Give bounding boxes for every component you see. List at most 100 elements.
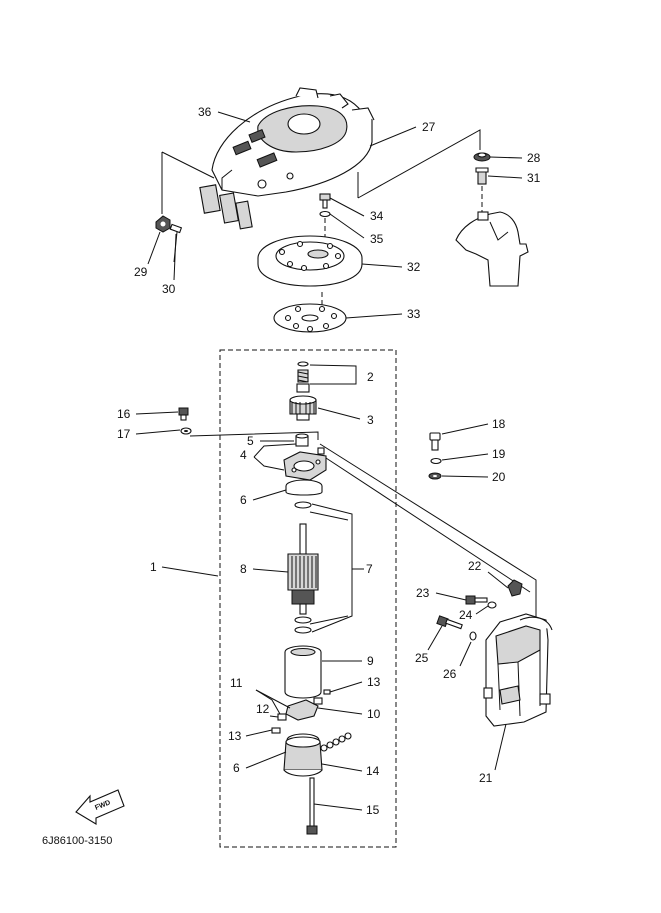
leader-12 (269, 715, 279, 718)
callout-11[interactable]: 11 (230, 676, 243, 690)
grommet-28[interactable] (473, 152, 491, 162)
screw-34[interactable] (319, 193, 331, 209)
callout-31[interactable]: 31 (527, 171, 541, 185)
callout-20[interactable]: 20 (492, 470, 506, 484)
nut-29[interactable] (155, 215, 171, 233)
washer-17[interactable] (180, 427, 192, 435)
cap-6-upper[interactable] (285, 479, 323, 496)
washer-24[interactable] (487, 601, 497, 609)
leader-17 (135, 429, 181, 435)
catalog-number: 6J86100-3150 (42, 835, 112, 847)
callout-10[interactable]: 10 (367, 707, 381, 721)
callout-4[interactable]: 4 (240, 448, 247, 462)
yoke-9[interactable] (284, 645, 322, 699)
bolt-23[interactable] (465, 595, 488, 605)
leader-6a (252, 489, 287, 501)
leader-10 (317, 707, 363, 715)
callout-17[interactable]: 17 (117, 427, 131, 441)
plate-33[interactable] (273, 303, 347, 333)
leader-11-b (255, 689, 281, 715)
leader-32 (361, 263, 403, 268)
leader-21 (494, 723, 507, 771)
clip-22[interactable] (507, 579, 523, 597)
stopper-2[interactable] (296, 361, 310, 393)
washer-35[interactable] (319, 210, 331, 218)
callout-36[interactable]: 36 (198, 105, 212, 119)
callout-9[interactable]: 9 (367, 654, 374, 668)
washer-20[interactable] (428, 472, 442, 480)
callout-1[interactable]: 1 (150, 560, 157, 574)
leader-13a (329, 681, 363, 693)
callout-15[interactable]: 15 (366, 803, 380, 817)
starter-assembly-box (219, 349, 397, 848)
callout-2[interactable]: 2 (367, 370, 374, 384)
leader-25 (427, 625, 443, 651)
washer-7-bottom[interactable] (294, 616, 312, 634)
callout-13b[interactable]: 13 (228, 729, 242, 743)
callout-33[interactable]: 33 (407, 307, 421, 321)
armature-8[interactable] (287, 523, 319, 615)
leader-15 (313, 803, 363, 811)
washer-7-top[interactable] (294, 501, 312, 509)
leader-31 (487, 175, 523, 179)
leader-22 (487, 571, 509, 589)
callout-26[interactable]: 26 (443, 667, 457, 681)
callout-21[interactable]: 21 (479, 771, 493, 785)
brush-holder-10[interactable] (285, 697, 323, 721)
pinion-3[interactable] (289, 395, 317, 421)
callout-13a[interactable]: 13 (367, 675, 381, 689)
callout-14[interactable]: 14 (366, 764, 380, 778)
callout-8[interactable]: 8 (240, 562, 247, 576)
collar-31[interactable] (475, 167, 489, 185)
washer-26[interactable] (469, 631, 477, 641)
callout-27[interactable]: 27 (422, 120, 436, 134)
leader-14 (321, 763, 363, 772)
bolt-16[interactable] (178, 407, 189, 421)
leader-28 (489, 156, 523, 159)
callout-32[interactable]: 32 (407, 260, 421, 274)
leader-35 (329, 213, 365, 239)
leader-23 (435, 592, 467, 601)
screw-13a[interactable] (323, 689, 331, 695)
screw-13b[interactable] (271, 727, 281, 734)
flywheel-32[interactable] (257, 235, 363, 287)
callout-16[interactable]: 16 (117, 407, 131, 421)
washer-19[interactable] (430, 457, 442, 465)
starter-bracket-21[interactable] (483, 613, 553, 727)
callout-12[interactable]: 12 (256, 702, 270, 716)
callout-22[interactable]: 22 (468, 559, 482, 573)
upper-bracket-4[interactable] (283, 447, 327, 481)
callout-6b[interactable]: 6 (233, 761, 240, 775)
callout-7[interactable]: 7 (366, 562, 373, 576)
cover-grommets[interactable] (199, 184, 253, 230)
callout-34[interactable]: 34 (370, 209, 384, 223)
leader-24 (475, 605, 489, 615)
callout-19[interactable]: 19 (492, 447, 506, 461)
callout-24[interactable]: 24 (459, 608, 473, 622)
callout-29[interactable]: 29 (134, 265, 148, 279)
brush-12[interactable] (277, 713, 287, 721)
flywheel-cover[interactable] (211, 87, 375, 197)
pin-30[interactable] (169, 223, 183, 234)
through-bolt-15[interactable] (306, 777, 318, 835)
callout-30[interactable]: 30 (162, 282, 176, 296)
callout-28[interactable]: 28 (527, 151, 541, 165)
lower-housing-14[interactable] (283, 732, 352, 777)
callout-6a[interactable]: 6 (240, 493, 247, 507)
callout-3[interactable]: 3 (367, 413, 374, 427)
callout-5[interactable]: 5 (247, 434, 254, 448)
callout-18[interactable]: 18 (492, 417, 506, 431)
bolt-25[interactable] (436, 615, 463, 630)
fwd-arrow-icon: FWD (75, 789, 125, 825)
leader-lines (135, 111, 523, 811)
leader-4 (253, 456, 285, 471)
bolt-18[interactable] (429, 432, 441, 451)
callout-35[interactable]: 35 (370, 232, 384, 246)
leader-4-b (253, 443, 297, 458)
callout-23[interactable]: 23 (416, 586, 430, 600)
leader-2 (309, 364, 357, 385)
collar-5[interactable] (295, 433, 309, 447)
callout-25[interactable]: 25 (415, 651, 429, 665)
leader-3 (317, 407, 361, 420)
